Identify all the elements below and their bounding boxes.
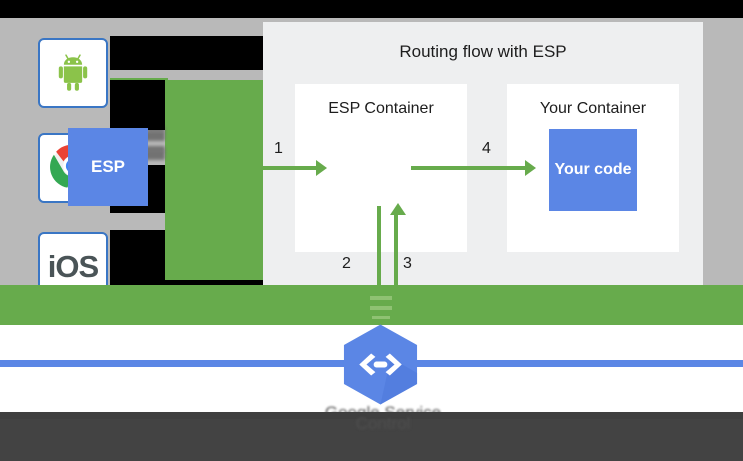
arrow-4-line	[411, 166, 527, 170]
right-grey-strip	[703, 18, 743, 290]
connector-line-android	[110, 78, 168, 81]
arrow-3-head	[390, 203, 406, 215]
step-number-4: 4	[482, 140, 491, 157]
occlusion-block-2	[110, 80, 165, 130]
ios-icon: iOS	[47, 249, 99, 284]
green-highlight-block	[165, 80, 270, 280]
your-container-title: Your Container	[539, 100, 647, 117]
arrow-2-line	[377, 206, 381, 324]
arrow-3-line	[394, 212, 398, 324]
band-mark-3	[372, 316, 390, 319]
step-number-2: 2	[342, 255, 351, 272]
step-number-3: 3	[403, 255, 412, 272]
arrow-1-head	[316, 160, 327, 176]
your-code-box: Your code	[549, 129, 637, 211]
arrow-1-line	[263, 166, 318, 170]
client-tile-android[interactable]	[38, 38, 108, 108]
green-band	[0, 285, 743, 325]
occlusion-block-4	[110, 230, 165, 280]
arrow-4-head	[525, 160, 536, 176]
bottom-dark-overlay-inner	[0, 419, 743, 461]
overlay-obscured-text: Control	[355, 414, 411, 433]
google-service-hexagon-icon	[338, 322, 423, 407]
text-stub-lower	[110, 213, 165, 230]
esp-container-title: ESP Container	[328, 100, 434, 117]
step-number-1: 1	[274, 140, 283, 157]
diagram-title: Routing flow with ESP	[399, 42, 567, 61]
band-mark-2	[370, 306, 392, 310]
blurred-label-2b	[145, 146, 165, 152]
top-black-bar	[0, 0, 743, 18]
band-mark-1	[370, 296, 392, 300]
occlusion-block-6	[165, 36, 270, 70]
esp-box: ESP	[68, 128, 148, 206]
android-icon	[51, 49, 95, 98]
